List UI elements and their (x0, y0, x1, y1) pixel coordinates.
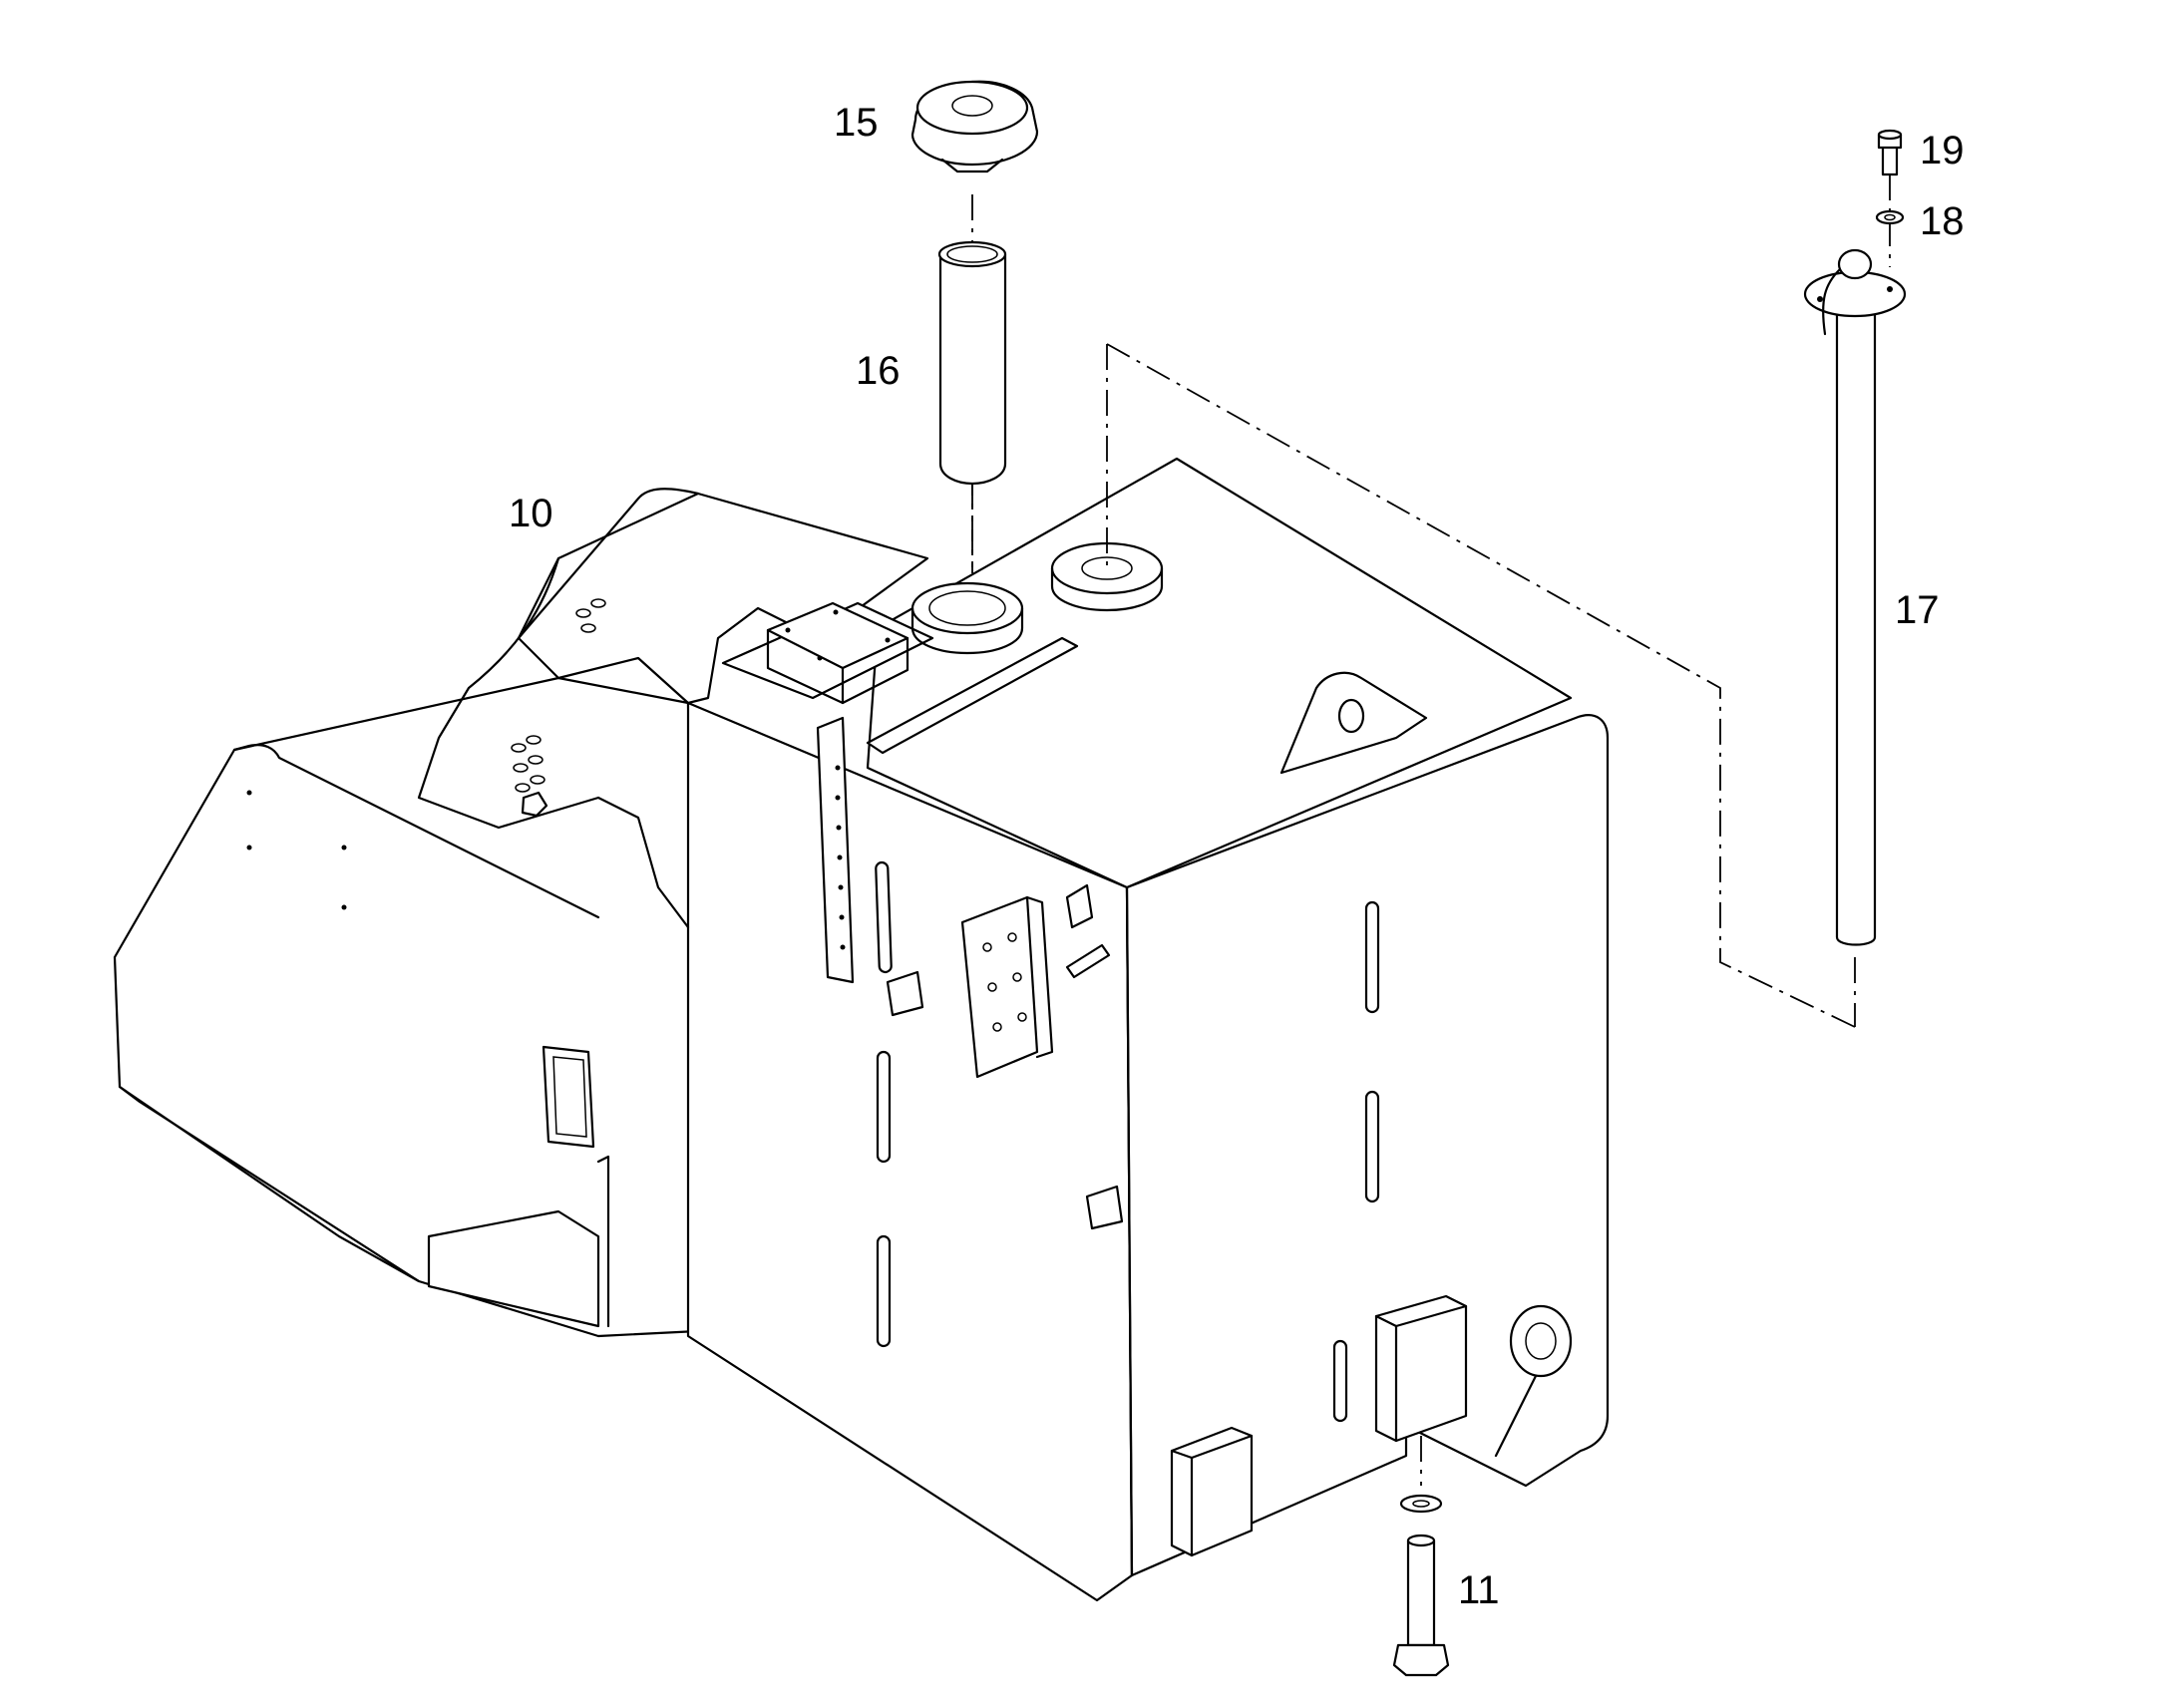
callout-labels: 10 11 15 16 17 18 19 (509, 101, 1965, 1612)
tank-assembly (113, 457, 1610, 1602)
washer-part-18 (1875, 209, 1905, 225)
cap-part-15 (910, 80, 1039, 173)
sleeve-part-16 (937, 240, 1007, 486)
callout-10: 10 (509, 492, 553, 535)
callout-19: 19 (1920, 129, 1965, 172)
callout-16: 16 (856, 349, 901, 393)
callout-18: 18 (1920, 199, 1965, 243)
callout-15: 15 (834, 101, 879, 145)
callout-11: 11 (1458, 1568, 1500, 1612)
sender-part-17 (1803, 248, 1907, 946)
bolt-part-11 (1392, 1494, 1450, 1677)
screw-part-19 (1877, 129, 1903, 176)
callout-17: 17 (1895, 588, 1940, 632)
